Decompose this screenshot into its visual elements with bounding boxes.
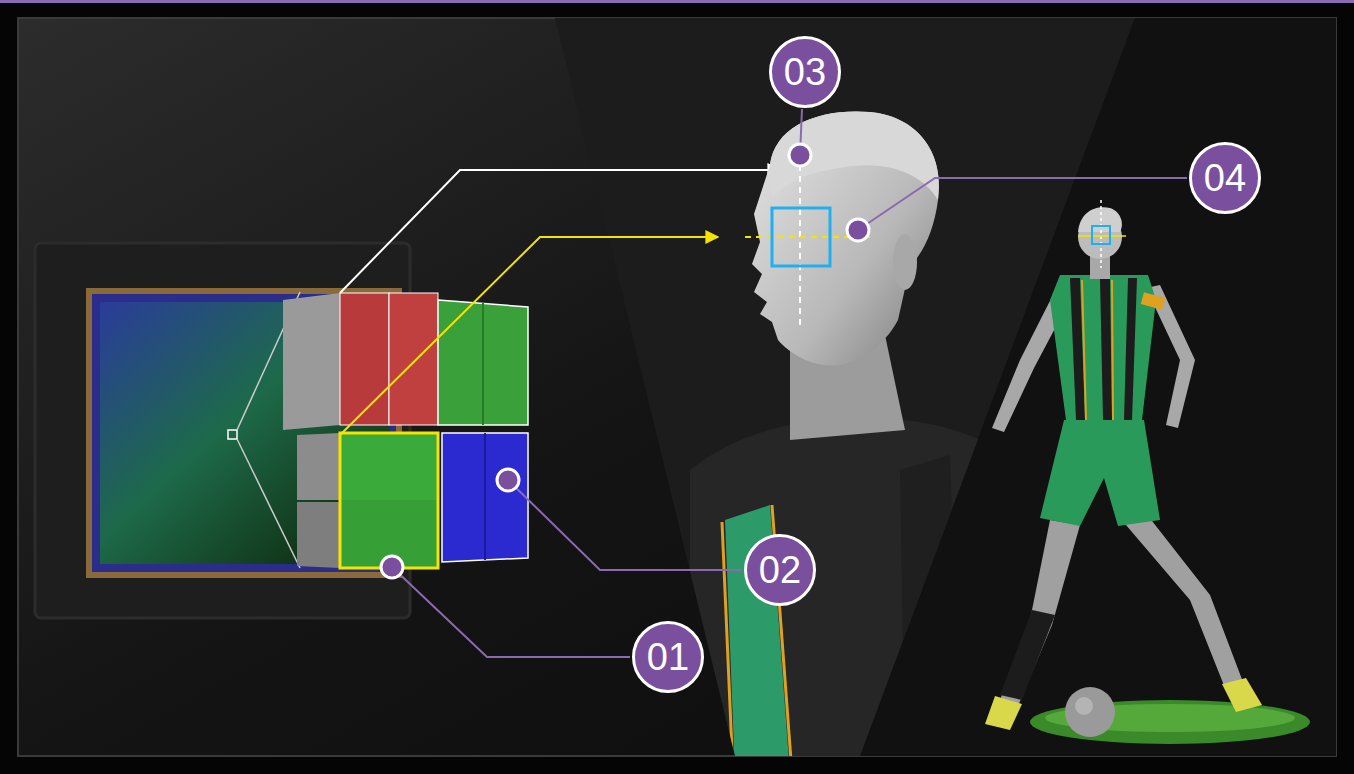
callout-number: 04 [1189, 142, 1261, 214]
callout-number: 03 [769, 36, 841, 108]
callout-number: 01 [632, 621, 704, 693]
callout-number: 02 [744, 534, 816, 606]
